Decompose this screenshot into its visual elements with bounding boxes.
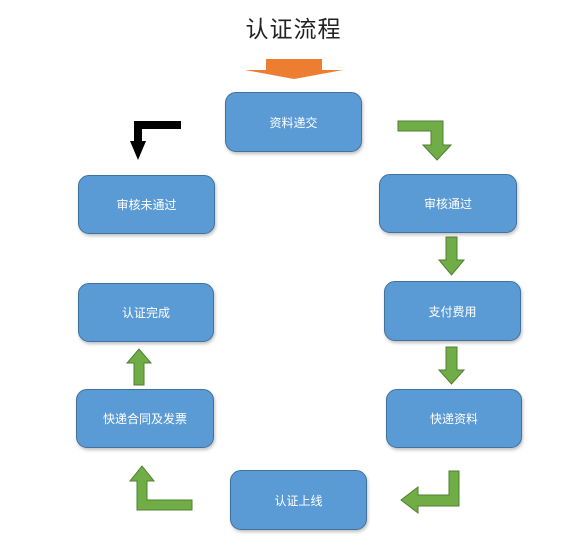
node-courier-docs: 快递资料 — [386, 389, 522, 448]
arrow-contract-to-complete — [125, 348, 153, 386]
node-courier-contract: 快递合同及发票 — [76, 389, 214, 448]
node-approved: 审核通过 — [379, 174, 517, 233]
arrow-pay-to-courier — [437, 346, 466, 385]
arrow-approved-to-pay — [437, 236, 466, 276]
node-online: 认证上线 — [230, 470, 367, 530]
node-pay: 支付费用 — [384, 281, 521, 341]
arrow-submit-to-approved — [397, 120, 453, 161]
arrow-online-to-contract — [128, 465, 193, 511]
arrow-courier-to-online — [400, 470, 460, 515]
node-rejected: 审核未通过 — [78, 175, 215, 234]
rejection-arrow-black — [130, 121, 181, 160]
entry-arrow-orange — [245, 59, 343, 79]
node-complete: 认证完成 — [78, 283, 214, 342]
node-submit: 资料递交 — [225, 92, 362, 152]
page-title: 认证流程 — [245, 17, 342, 43]
